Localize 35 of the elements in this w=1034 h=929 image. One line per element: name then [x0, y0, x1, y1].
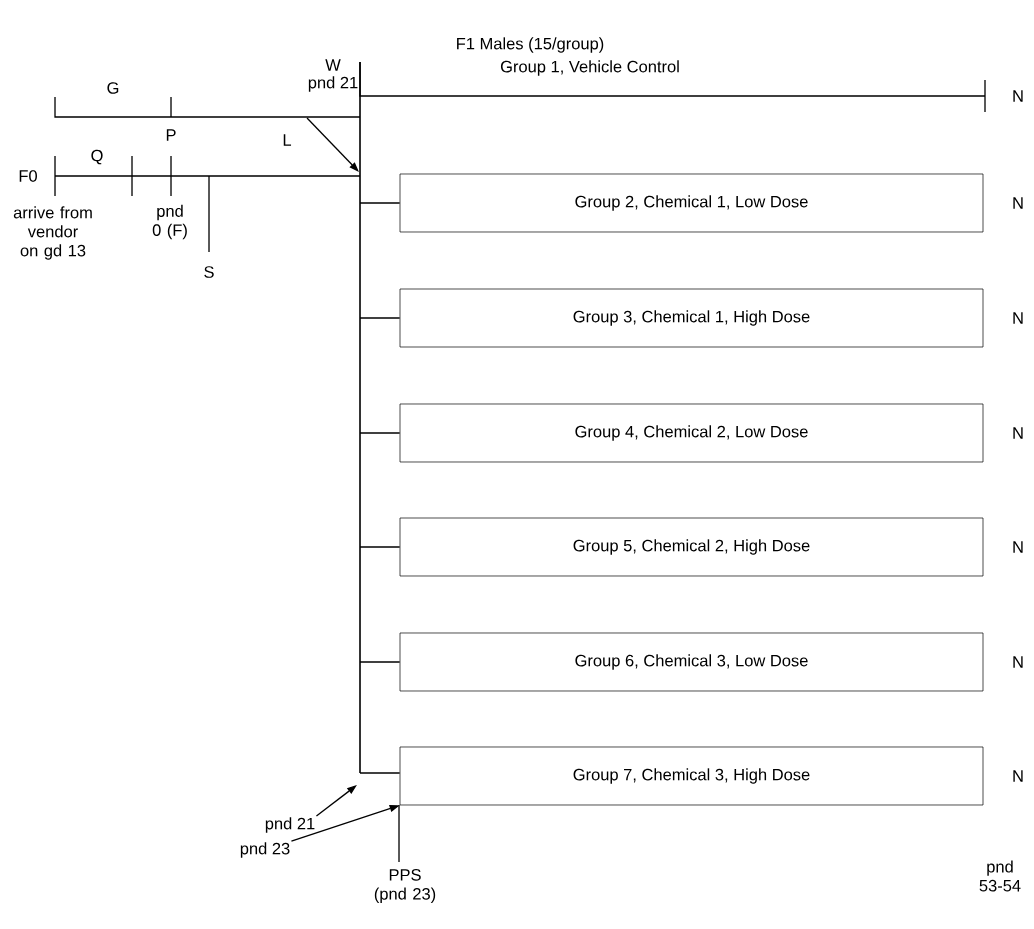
branch-line: [359, 432, 401, 434]
group-box: Group 2, Chemical 1, Low Dose: [399, 173, 984, 233]
time-label: pnd 53-54: [979, 860, 1021, 892]
n-label: N: [1013, 541, 1023, 553]
time-label: PPS (pnd 23): [374, 869, 436, 903]
time-label: arrive from vendor on gd 13: [13, 206, 92, 260]
time-label: L: [283, 134, 292, 146]
group-box: Group 5, Chemical 2, High Dose: [399, 517, 984, 577]
branch-line: [359, 546, 401, 548]
n-label: N: [1013, 770, 1023, 782]
time-label: pnd 23: [240, 842, 290, 858]
time-label: S: [204, 266, 214, 278]
branch-line: [359, 661, 401, 663]
branch-line: [359, 202, 401, 204]
time-label: G: [107, 82, 119, 94]
group-box: Group 3, Chemical 1, High Dose: [399, 288, 984, 348]
arrow: [315, 785, 357, 817]
time-label: F0: [19, 170, 37, 182]
n-label: N: [1013, 312, 1023, 324]
time-label: pnd 0 (F): [152, 204, 187, 240]
group-label: Group 1, Vehicle Control: [500, 60, 679, 76]
n-label: N: [1013, 90, 1023, 102]
branch-line: [359, 772, 401, 774]
time-label: pnd 21: [265, 817, 315, 833]
n-label: N: [1013, 427, 1023, 439]
branch-line: [359, 317, 401, 319]
title: F1 Males (15/group): [457, 37, 604, 53]
group-box: Group 6, Chemical 3, Low Dose: [399, 632, 984, 692]
time-label: P: [166, 129, 176, 141]
time-label: Q: [91, 149, 103, 165]
group-box: Group 7, Chemical 3, High Dose: [399, 746, 984, 806]
n-label: N: [1013, 197, 1023, 209]
group-box: Group 4, Chemical 2, Low Dose: [399, 403, 984, 463]
time-label: W: [325, 59, 341, 71]
n-label: N: [1013, 656, 1023, 668]
